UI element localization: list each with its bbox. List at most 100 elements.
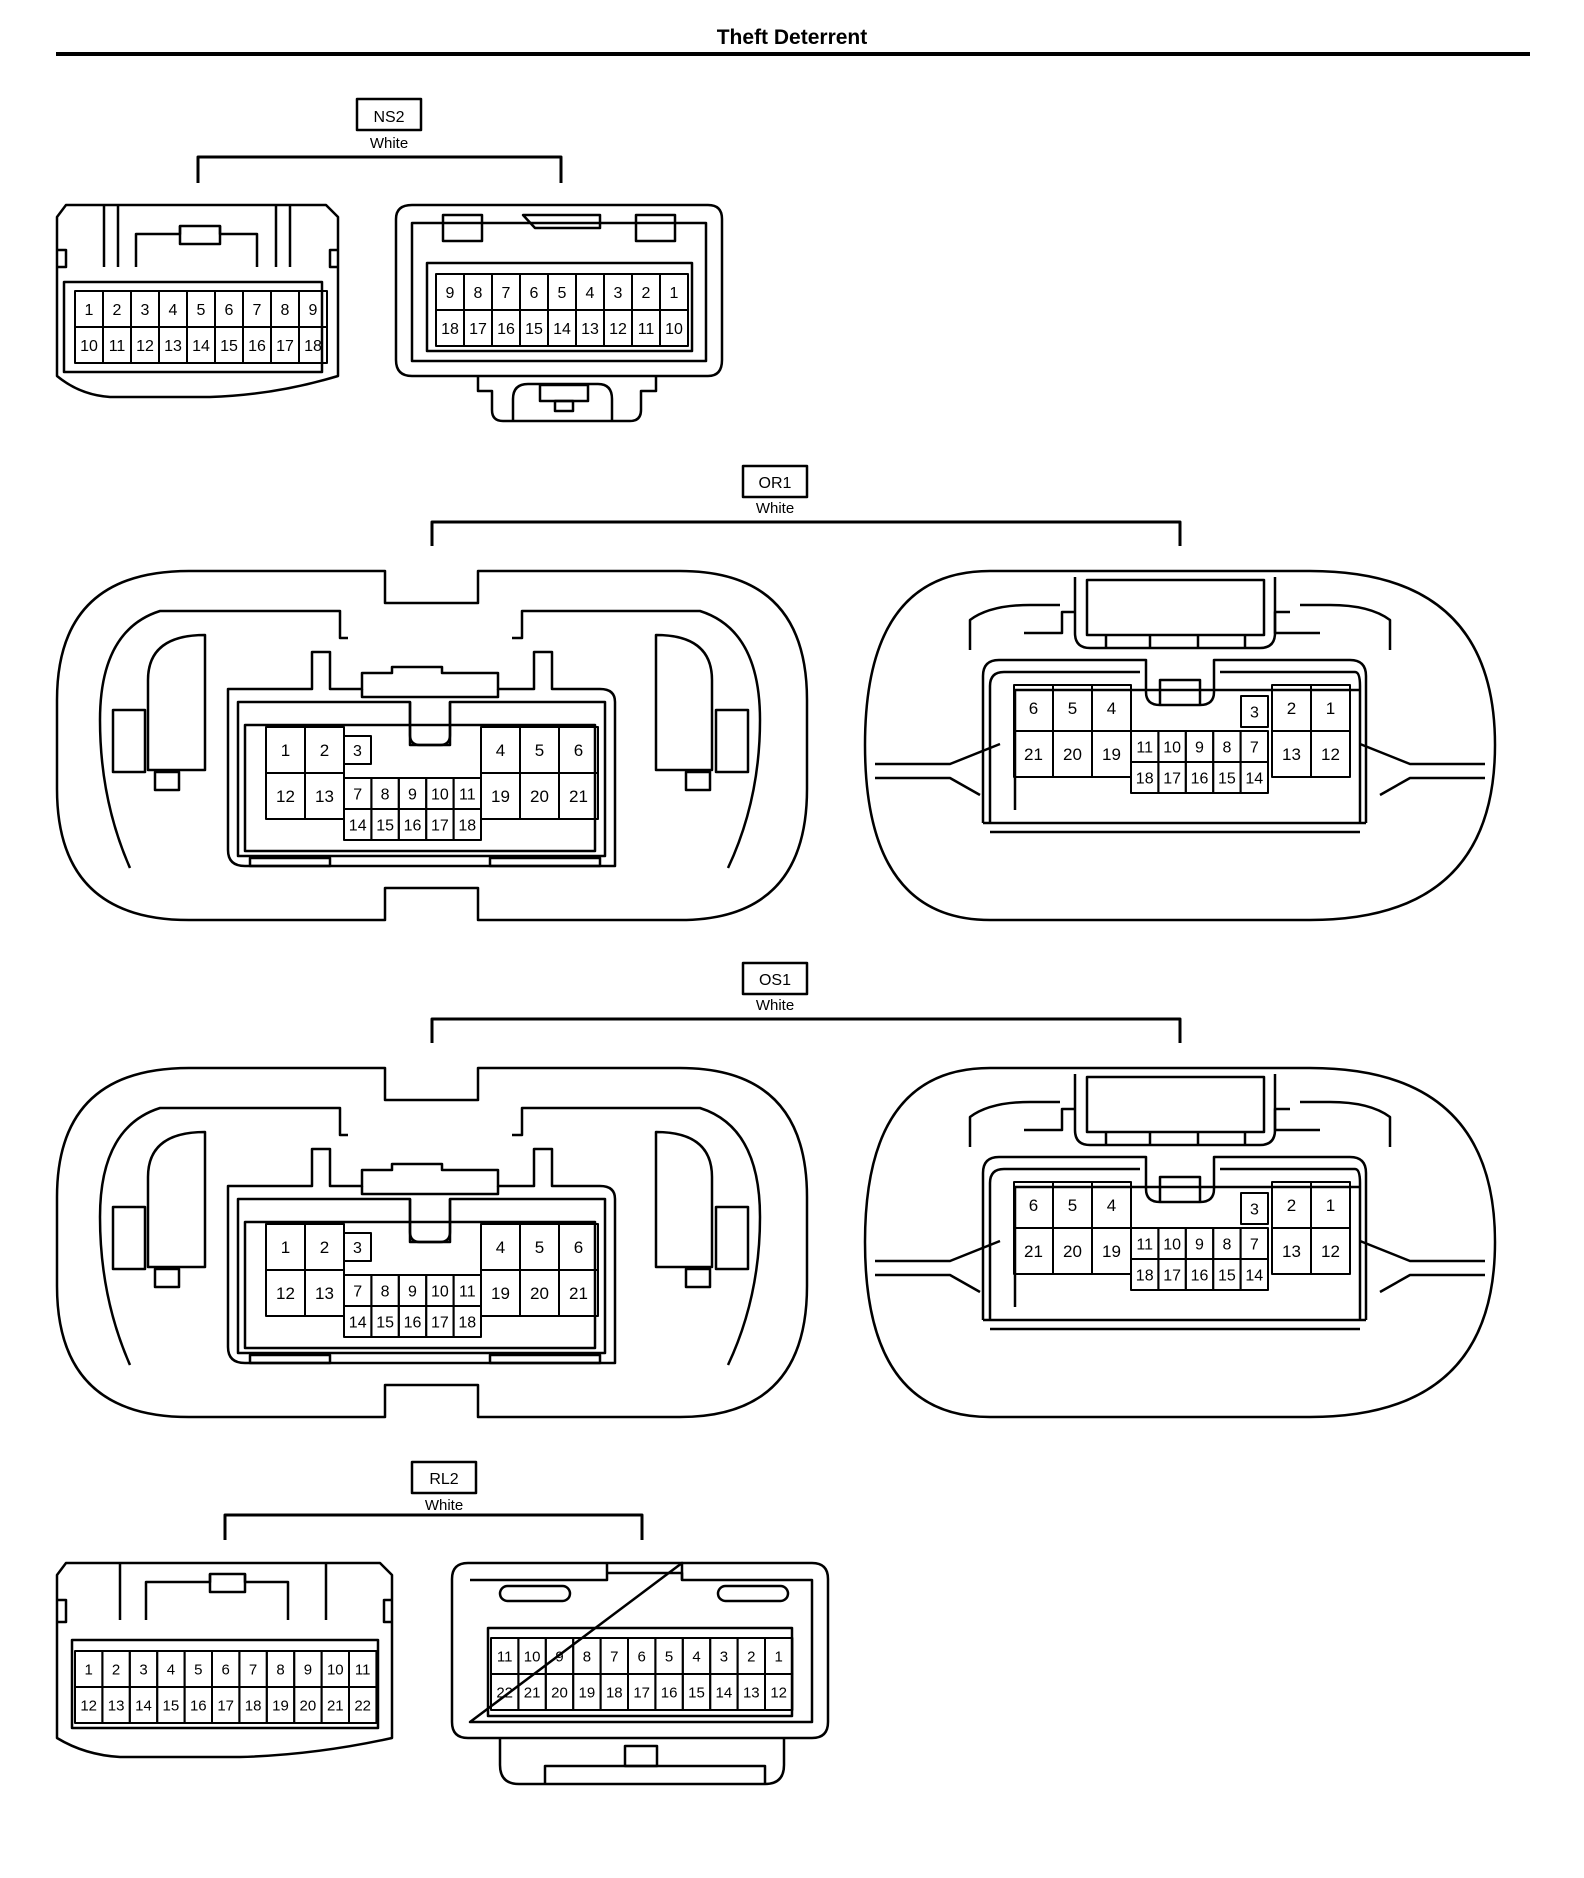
pin-number: 4 [586,285,595,302]
pin-cell [764,1673,794,1711]
connector-id-label: NS2 [373,109,404,126]
pin-number: 6 [225,302,234,319]
pin-number: 7 [502,285,511,302]
pin-number: 15 [163,1697,180,1714]
pin-number: 4 [496,741,505,760]
pin-number: 7 [610,1648,618,1665]
pin-number: 15 [525,321,543,338]
pin-number: 8 [583,1648,591,1665]
pin-number: 19 [491,787,510,806]
pin-number: 13 [315,1284,334,1303]
pin-number: 15 [220,338,238,355]
pin-number: 7 [1250,739,1259,756]
pin-number: 1 [670,285,679,302]
pin-cell [659,309,689,347]
pin-number: 5 [1068,699,1077,718]
pin-number: 20 [1063,745,1082,764]
pin-number: 14 [349,1314,367,1331]
pin-number: 19 [491,1284,510,1303]
pin-number: 21 [1024,745,1043,764]
connector-id-box [741,961,809,996]
pin-number: 8 [281,302,290,319]
pin-number: 2 [642,285,651,302]
pin-number: 14 [192,338,210,355]
pin-number: 4 [692,1648,700,1665]
pin-number: 5 [558,285,567,302]
pin-number: 16 [404,817,422,834]
pin-number: 1 [281,1238,290,1257]
pin-number: 17 [276,338,294,355]
pin-number: 13 [108,1697,125,1714]
pin-number: 12 [770,1684,787,1701]
connector-id-box [410,1460,478,1495]
pin-number: 18 [458,817,476,834]
pin-number: 7 [249,1661,257,1678]
pin-number: 21 [1024,1242,1043,1261]
pin-number: 8 [474,285,483,302]
pin-number: 1 [1326,1196,1335,1215]
pin-number: 12 [276,1284,295,1303]
pin-number: 14 [1245,1267,1263,1284]
pin-number: 20 [300,1697,317,1714]
pin-number: 20 [530,787,549,806]
pin-number: 9 [1195,1236,1204,1253]
pin-number: 5 [194,1661,202,1678]
pin-number: 4 [167,1661,175,1678]
pin-number: 7 [253,302,262,319]
pin-number: 13 [1282,1242,1301,1261]
pin-number: 18 [245,1697,262,1714]
pin-number: 3 [614,285,623,302]
pin-number: 5 [535,741,544,760]
pin-number: 15 [1218,1267,1236,1284]
pin-number: 13 [581,321,599,338]
pin-number: 3 [1250,1201,1259,1218]
pin-number: 11 [109,338,126,355]
pin-number: 10 [80,338,98,355]
ns2-right-housing [394,203,724,423]
pin-number: 11 [355,1661,371,1678]
pin-cell [343,1232,372,1262]
pin-cell [1240,695,1269,728]
pin-number: 3 [1250,704,1259,721]
pin-number: 1 [281,741,290,760]
pin-number: 14 [349,817,367,834]
pin-number: 4 [1107,1196,1116,1215]
pin-number: 6 [638,1648,646,1665]
pin-number: 12 [276,787,295,806]
pin-number: 21 [524,1684,541,1701]
pin-number: 18 [458,1314,476,1331]
pin-number: 6 [1029,1196,1038,1215]
pin-number: 2 [112,1661,120,1678]
pin-number: 4 [496,1238,505,1257]
pin-number: 10 [665,321,683,338]
pin-number: 4 [169,302,178,319]
pin-cell [452,808,483,841]
pin-cell [343,735,372,765]
pairing-bracket [430,1017,1182,1043]
connector-id-box [741,464,809,499]
pin-number: 7 [353,1283,362,1300]
pin-number: 14 [716,1684,733,1701]
pin-number: 10 [1163,739,1181,756]
pin-number: 12 [136,338,154,355]
connector-id-label: RL2 [429,1471,458,1488]
pin-number: 1 [1326,699,1335,718]
pin-number: 9 [446,285,455,302]
pin-number: 8 [1222,739,1231,756]
pin-number: 15 [376,817,394,834]
pin-number: 19 [272,1697,289,1714]
pin-number: 11 [497,1648,513,1665]
pin-number: 21 [569,1284,588,1303]
pin-number: 16 [661,1684,678,1701]
pin-number: 16 [190,1697,207,1714]
pin-number: 6 [222,1661,230,1678]
connector-color-label: White [756,500,794,517]
pin-number: 21 [569,787,588,806]
pin-number: 10 [431,786,449,803]
pin-number: 12 [609,321,627,338]
